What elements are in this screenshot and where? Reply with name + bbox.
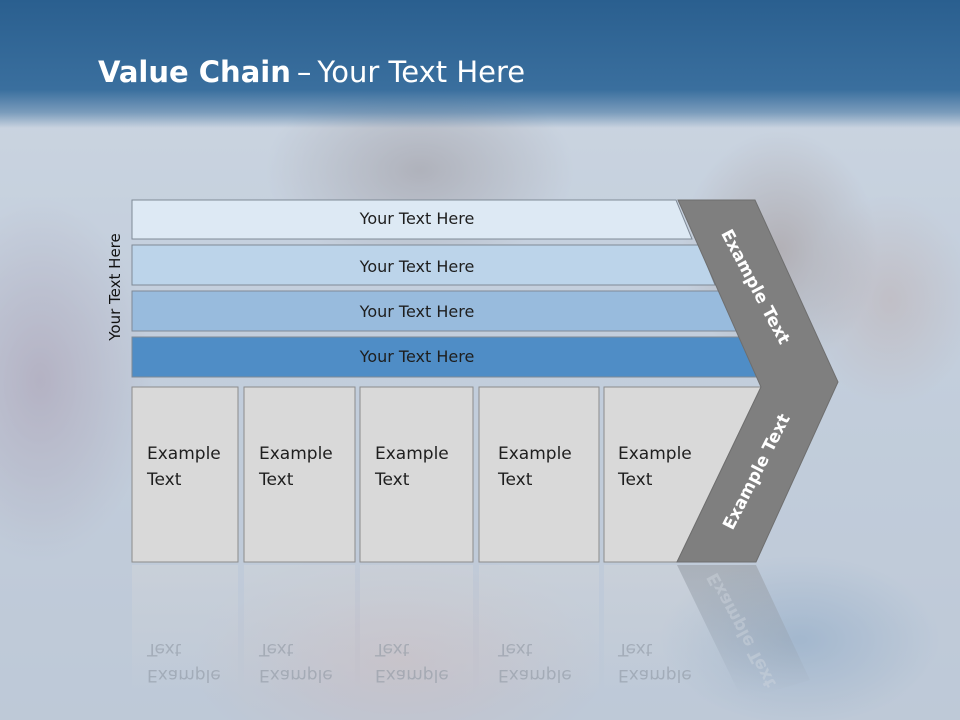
activity-box-2-reflection: Example Text	[259, 636, 333, 688]
activity-box-1-line1: Example	[147, 444, 221, 464]
reflection-3-line2: Text	[375, 639, 410, 659]
support-bar-3-label: Your Text Here	[359, 302, 475, 321]
support-bar-2-label: Your Text Here	[359, 257, 475, 276]
activity-box-1-line2: Text	[147, 470, 182, 490]
activity-box-2-label: Example Text	[259, 441, 333, 493]
activity-box-4-label: Example Text	[498, 441, 572, 493]
activity-box-3-reflection: Example Text	[375, 636, 449, 688]
activity-box-3-label: Example Text	[375, 441, 449, 493]
support-bar-2	[131, 244, 716, 286]
reflection-box-5	[604, 565, 740, 695]
activity-box-5-line1: Example	[618, 444, 692, 464]
activity-box-3-line2: Text	[375, 470, 410, 490]
activity-box-1-reflection: Example Text	[147, 636, 221, 688]
title-band	[0, 0, 960, 128]
reflection-3-line1: Example	[375, 665, 449, 685]
reflection-2-line1: Example	[259, 665, 333, 685]
reflection-2-line2: Text	[259, 639, 294, 659]
reflection-5-line1: Example	[618, 665, 692, 685]
activity-box-3	[359, 386, 474, 563]
support-bar-1-label: Your Text Here	[359, 209, 475, 228]
reflection-box-4	[479, 565, 599, 695]
reflection-box-1	[132, 565, 238, 695]
reflection-box-3	[360, 565, 473, 695]
activity-box-5-label: Example Text	[618, 441, 692, 493]
activity-box-1	[131, 386, 239, 563]
title-rest: Your Text Here	[317, 55, 526, 89]
margin-chevron	[676, 199, 839, 563]
reflection-chevron	[677, 565, 810, 695]
activity-box-1-label: Example Text	[147, 441, 221, 493]
activity-box-4-line2: Text	[498, 470, 533, 490]
reflection-4-line2: Text	[498, 639, 533, 659]
activity-box-5-reflection: Example Text	[618, 636, 692, 688]
reflection-1-line2: Text	[147, 639, 182, 659]
activity-box-4-line1: Example	[498, 444, 572, 464]
activity-box-2	[243, 386, 356, 563]
title-separator: –	[296, 55, 312, 89]
activity-box-2-line2: Text	[259, 470, 294, 490]
reflection-4-line1: Example	[498, 665, 572, 685]
support-bar-1	[131, 199, 693, 240]
reflection-box-2	[244, 565, 355, 695]
slide-title: Value Chain–Your Text Here	[98, 55, 525, 89]
title-bold: Value Chain	[98, 55, 291, 89]
reflection-1-line1: Example	[147, 665, 221, 685]
reflection-5-line2: Text	[618, 639, 653, 659]
activity-box-2-line1: Example	[259, 444, 333, 464]
activity-box-3-line1: Example	[375, 444, 449, 464]
activity-box-4	[478, 386, 600, 563]
activity-box-4-reflection: Example Text	[498, 636, 572, 688]
support-bar-4-label: Your Text Here	[359, 347, 475, 366]
activity-box-5-line2: Text	[618, 470, 653, 490]
